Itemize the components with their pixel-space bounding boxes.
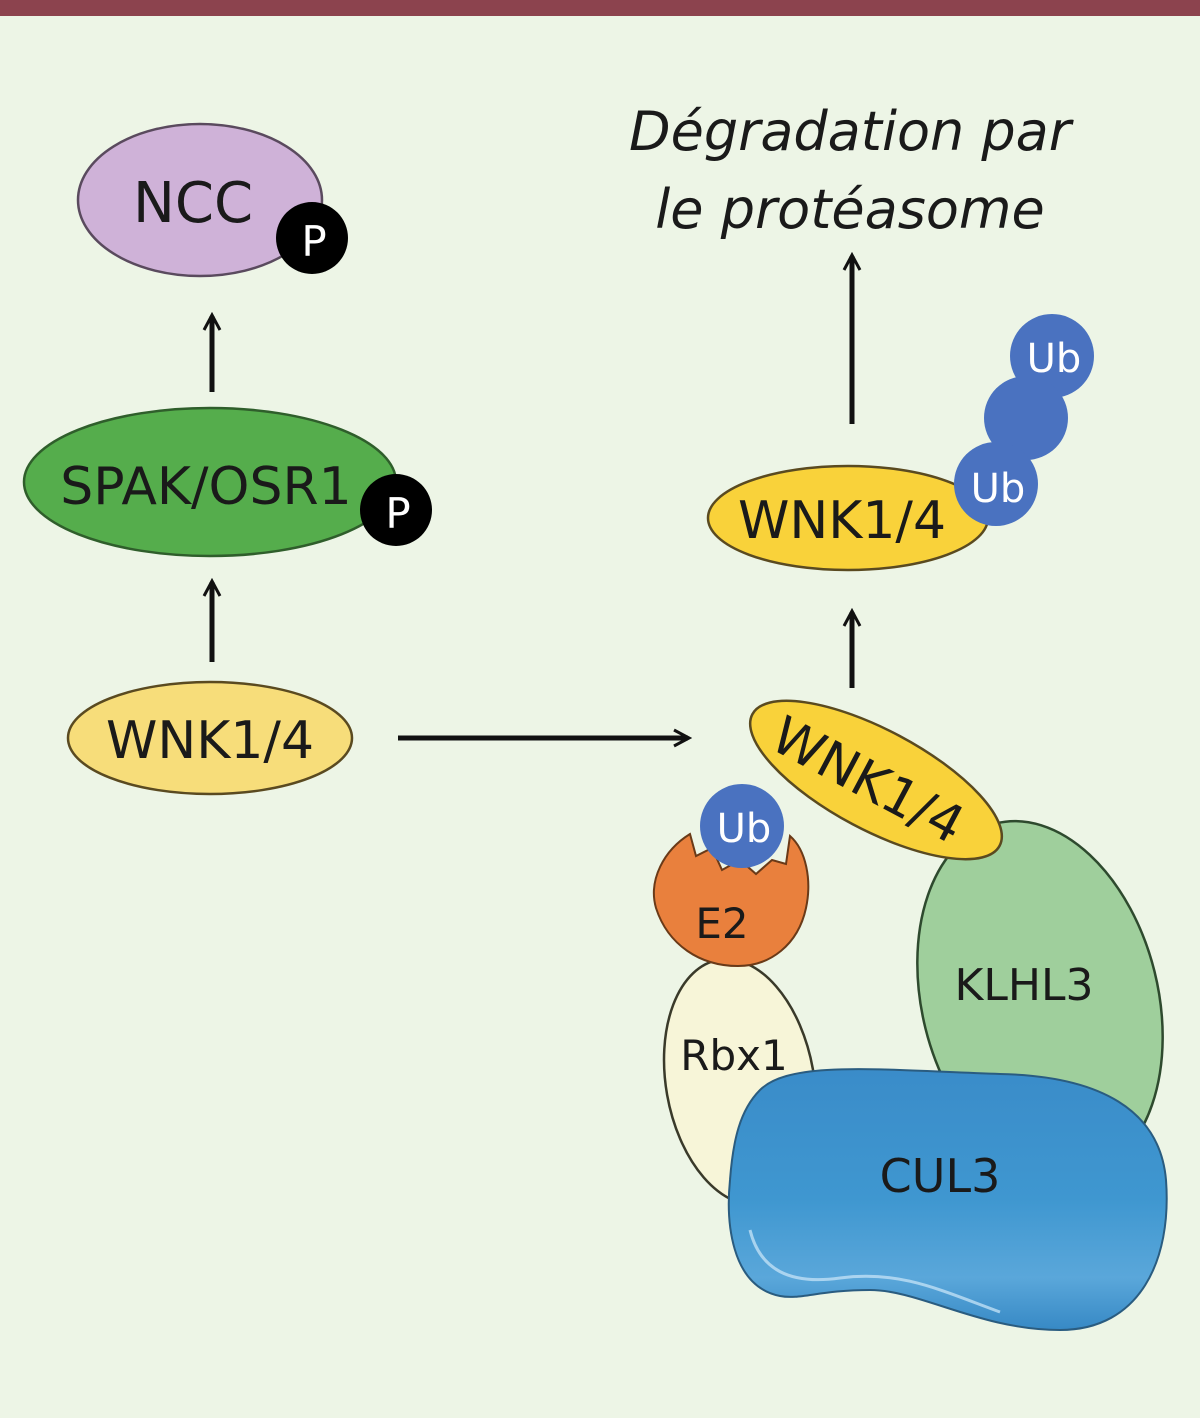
ncc-phospho-group: P xyxy=(276,202,348,274)
spak-osr1-protein: SPAK/OSR1 xyxy=(22,406,398,558)
ub-chain-bottom-label: Ub xyxy=(971,466,1026,512)
ub-on-e2-label: Ub xyxy=(717,806,772,852)
wnk-ubiquitinated-label: WNK1/4 xyxy=(738,491,946,551)
spak-osr1-label: SPAK/OSR1 xyxy=(60,457,351,517)
rbx1-label: Rbx1 xyxy=(680,1031,787,1080)
spak-phospho-label: P xyxy=(385,489,410,538)
ncc-phospho-label: P xyxy=(301,217,326,266)
wnk-protein-left: WNK1/4 xyxy=(66,680,354,796)
ub-on-e2: Ub xyxy=(700,784,784,868)
title-line-2: le protéasome xyxy=(655,178,1044,241)
cul3-protein: CUL3 xyxy=(727,1068,1168,1332)
wnk-left-label: WNK1/4 xyxy=(106,711,314,771)
e2-label: E2 xyxy=(695,899,748,948)
ub-chain-middle xyxy=(984,376,1068,460)
ncc-protein: NCC xyxy=(76,122,324,278)
wnk-bound-protein: WNK1/4 xyxy=(748,699,1004,861)
e2-protein: E2 xyxy=(652,832,810,968)
ncc-label: NCC xyxy=(133,171,253,236)
wnk-ubiquitinated-protein: WNK1/4 xyxy=(706,464,990,572)
ub-chain-bottom xyxy=(954,442,1038,526)
header-bar xyxy=(0,0,1200,16)
ub-chain-top-label: Ub xyxy=(1027,336,1082,382)
cul3-label: CUL3 xyxy=(880,1149,1001,1203)
title-line-1: Dégradation par xyxy=(629,100,1074,163)
spak-phospho-group: P xyxy=(360,474,432,546)
ub-chain: Ub Ub xyxy=(954,314,1094,526)
klhl3-label: KLHL3 xyxy=(955,960,1094,1011)
